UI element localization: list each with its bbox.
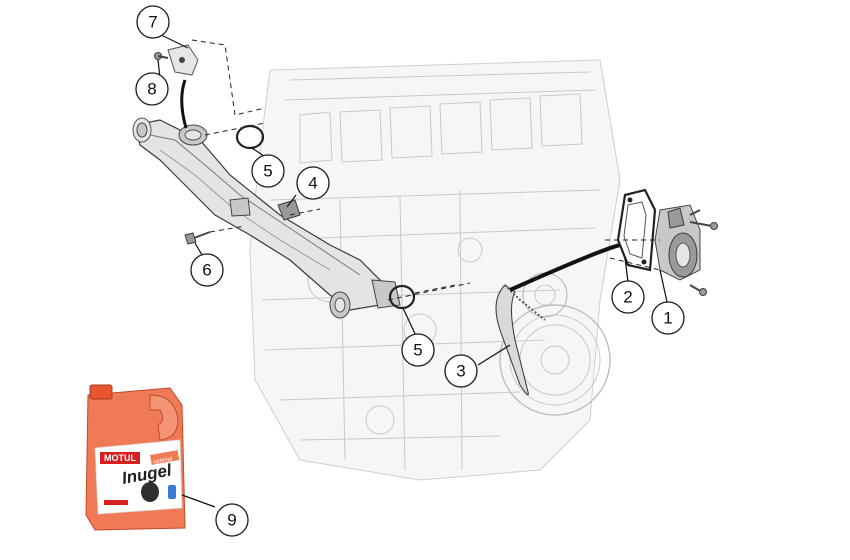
pipe-bolt (184, 231, 211, 245)
can-variant-badge (150, 450, 180, 465)
callout-7: 7 (136, 5, 170, 39)
coolant-pipe-assembly (132, 117, 401, 319)
water-pump (654, 204, 718, 296)
svg-text:8: 8 (147, 80, 156, 99)
svg-text:5: 5 (413, 341, 422, 360)
can-cap (89, 384, 113, 400)
engine-block (249, 59, 621, 481)
coolant-can: MOTUL Inugel optimal (85, 384, 186, 531)
callout-5-lower: 5 (401, 333, 435, 367)
water-pump-gasket (616, 188, 657, 272)
svg-text:3: 3 (456, 362, 465, 381)
callout-3: 3 (444, 354, 478, 388)
drive-belt (495, 243, 621, 396)
callout-9: 9 (215, 503, 249, 537)
o-ring-upper (235, 124, 265, 150)
callout-1: 1 (651, 301, 685, 335)
can-brand-badge (100, 452, 140, 464)
svg-text:9: 9 (227, 511, 236, 530)
o-ring-lower (388, 284, 416, 310)
can-bottle-icon (168, 485, 176, 499)
bracket (167, 44, 199, 76)
can-variant: optimal (153, 456, 174, 465)
svg-text:5: 5 (263, 162, 272, 181)
svg-text:1: 1 (663, 309, 672, 328)
callout-5-upper: 5 (251, 154, 285, 188)
svg-text:7: 7 (148, 13, 157, 32)
bracket-bolt (154, 52, 169, 60)
callout-4: 4 (296, 166, 330, 200)
can-brand: MOTUL (104, 453, 136, 463)
callout-8: 8 (135, 72, 169, 106)
breather-hose (180, 79, 188, 129)
callout-2: 2 (611, 280, 645, 314)
svg-text:2: 2 (623, 288, 632, 307)
can-red-strip (104, 500, 128, 505)
callout-6: 6 (190, 253, 224, 287)
svg-text:6: 6 (202, 261, 211, 280)
can-car-icon (141, 482, 159, 502)
svg-text:4: 4 (308, 174, 317, 193)
